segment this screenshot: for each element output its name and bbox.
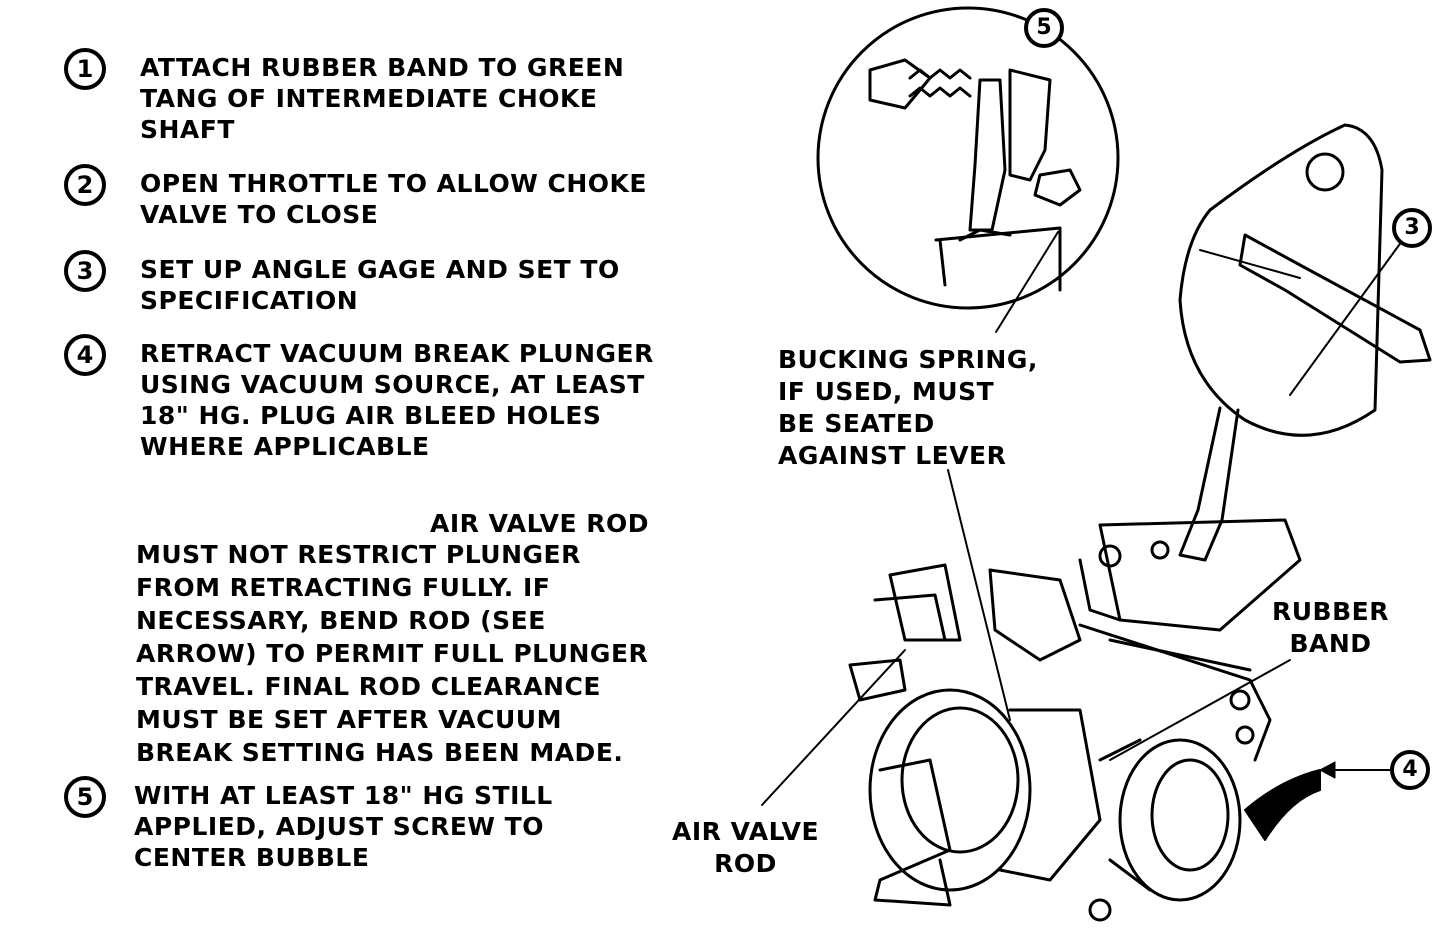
step-1-number: 1 (64, 48, 106, 90)
step-2-text: OPEN THROTTLE TO ALLOW CHOKE VALVE TO CL… (140, 169, 647, 229)
air-valve-rod-label: AIR VALVE ROD (672, 817, 820, 878)
angle-gage (1178, 123, 1432, 562)
callout-4-badge: 4 (1390, 750, 1430, 790)
note-heading: AIR VALVE ROD (430, 509, 649, 538)
step-2-number: 2 (64, 164, 106, 206)
rubber-band-label: RUBBER BAND (1272, 597, 1389, 658)
step-5-number: 5 (64, 776, 106, 818)
callout-3-badge: 3 (1392, 208, 1432, 248)
step-1-text: ATTACH RUBBER BAND TO GREEN TANG OF INTE… (140, 53, 625, 144)
step-3-number: 3 (64, 250, 106, 292)
step-4-text: RETRACT VACUUM BREAK PLUNGER USING VACUU… (140, 339, 654, 461)
inset-detail (868, 58, 1082, 292)
carburetor-body (848, 518, 1302, 922)
note-body: MUST NOT RESTRICT PLUNGER FROM RETRACTIN… (136, 540, 649, 767)
bucking-spring-label: BUCKING SPRING, IF USED, MUST BE SEATED … (778, 345, 1038, 470)
inset-circle (816, 6, 1120, 310)
callout-5-badge: 5 (1024, 8, 1064, 48)
step-3-text: SET UP ANGLE GAGE AND SET TO SPECIFICATI… (140, 255, 620, 315)
step-4-number: 4 (64, 334, 106, 376)
step-5-text: WITH AT LEAST 18" HG STILL APPLIED, ADJU… (134, 781, 553, 872)
vacuum-hose (1244, 769, 1321, 841)
